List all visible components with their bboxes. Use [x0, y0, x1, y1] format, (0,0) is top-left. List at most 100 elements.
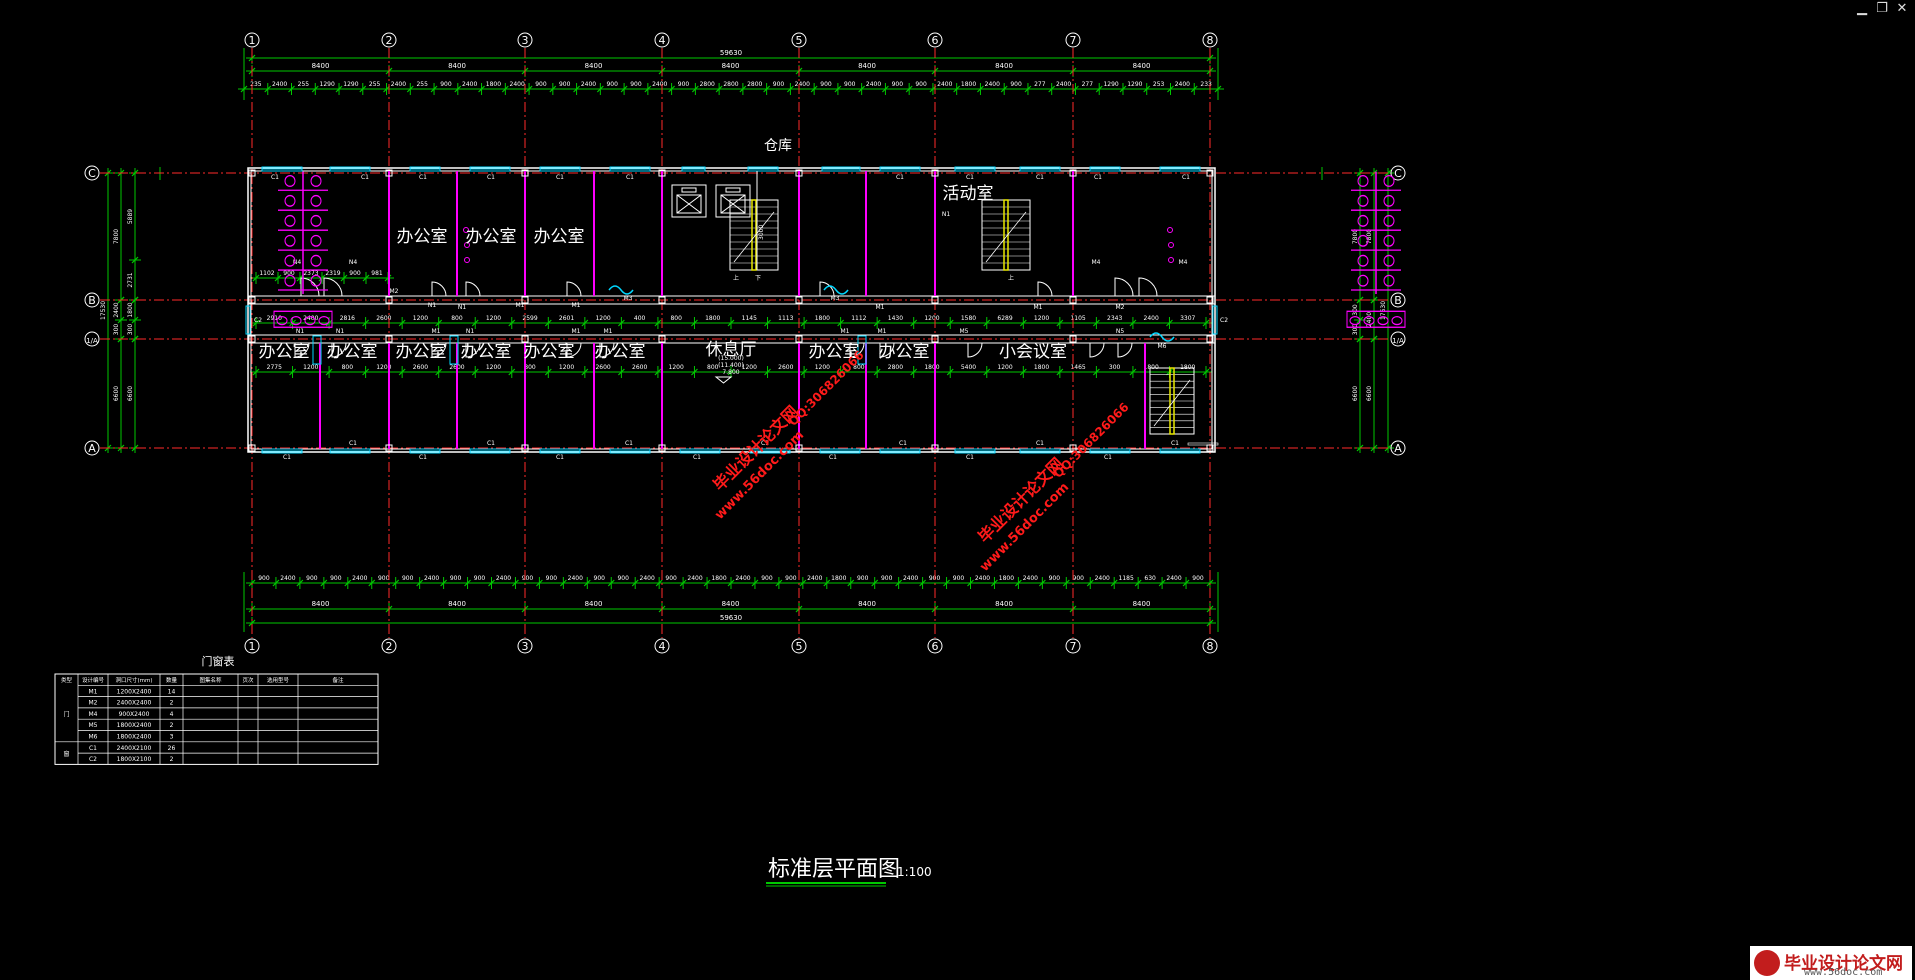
axis-label: 1 [249, 640, 256, 653]
window-label: C1 [1036, 174, 1044, 181]
toilet-fixture [1357, 274, 1369, 287]
close-icon[interactable]: ✕ [1896, 1, 1908, 16]
schedule-cell: 14 [168, 688, 176, 695]
axis-bubble [517, 32, 533, 48]
axis-bubble [244, 32, 260, 48]
axis-label: 7 [1070, 640, 1077, 653]
minimize-icon[interactable]: ▁ [1857, 1, 1867, 16]
window-label: C1 [556, 454, 564, 461]
dimension-slash [607, 579, 615, 587]
axis-bubble [84, 331, 100, 347]
door-swing [879, 342, 895, 358]
glass-door [312, 335, 322, 365]
dimension-slash [544, 319, 552, 327]
axis-bubble [1390, 292, 1406, 308]
schedule-cell: M2 [89, 700, 98, 707]
dimension-slash [362, 274, 370, 282]
column [931, 296, 939, 304]
room-label: 办公室 [397, 227, 448, 247]
door-label: M1 [572, 302, 581, 309]
dimension-text: 2731 [127, 272, 134, 287]
dimension-text: 1200 [669, 364, 684, 371]
dimension-slash [691, 319, 698, 327]
elevator-panel [725, 187, 741, 193]
axis-bubble [381, 32, 397, 48]
dimension-text: 800 [524, 364, 536, 371]
toilet-fixture [284, 194, 296, 207]
dimension-text: 3307 [1180, 315, 1195, 322]
dimension-slash [1038, 579, 1046, 587]
dimension-slash [362, 368, 370, 376]
dimension-text: 8400 [858, 600, 876, 608]
dimension-text: 1800 [815, 315, 830, 322]
dimension-text: 300 [1352, 304, 1359, 316]
dimension-text: 1200 [815, 364, 830, 371]
axis-label: C [88, 167, 96, 180]
toilet-fixture [1383, 234, 1395, 247]
schedule-title: 门窗表 [202, 654, 235, 668]
logo-name: 毕业设计论文网 [1784, 954, 1903, 974]
dimension-text: 2800 [888, 364, 903, 371]
restore-icon[interactable]: ❐ [1876, 1, 1888, 16]
dimension-slash [1166, 319, 1173, 327]
door-swing [331, 342, 347, 358]
dimension-slash [620, 85, 628, 93]
door-label: M5 [960, 328, 969, 335]
door-swing [465, 281, 481, 297]
logo-mark-icon [1754, 950, 1780, 976]
dimension-slash [1062, 579, 1070, 587]
storage-dim: 3000 [758, 225, 765, 240]
dimension-slash [679, 579, 687, 587]
door-label: M6 [1158, 343, 1167, 350]
dimension-slash [953, 85, 961, 93]
dimension-slash [392, 579, 400, 587]
door-swing [599, 342, 615, 358]
dimension-text: 900 [1010, 81, 1022, 88]
axis-label: 1/A [86, 337, 98, 345]
dimension-slash [430, 85, 438, 93]
dimension-text: 900 [915, 81, 927, 88]
schedule-type: 门 [63, 711, 69, 719]
window-label: C1 [419, 454, 427, 461]
dimension-text: 8400 [858, 62, 876, 70]
site-logo[interactable]: 毕业设计论文网 www.56doc.com [1750, 946, 1912, 980]
sink [1391, 315, 1403, 326]
dimension-slash [573, 85, 581, 93]
axis-bubble [1390, 440, 1406, 456]
dimension-text: 2343 [1107, 315, 1122, 322]
axis-label: 7 [1070, 34, 1077, 47]
glass-door [823, 285, 849, 295]
dimension-text: 900 [283, 270, 295, 277]
dimension-slash [559, 579, 567, 587]
dimension-slash [1086, 579, 1094, 587]
fixture [1187, 442, 1219, 446]
dimension-slash [617, 319, 625, 327]
dimension-text: 2400 [975, 575, 990, 582]
dimension-text: 800 [342, 364, 354, 371]
dimension-text: 1800 [711, 575, 726, 582]
dimension-slash [1190, 85, 1198, 93]
toilet-fixture [310, 254, 322, 267]
dimension-text: 2600 [376, 315, 391, 322]
dimension-text: 17530 [1380, 301, 1387, 320]
column [248, 335, 256, 343]
dimension-slash [1134, 579, 1142, 587]
dimension-text: 253 [1153, 81, 1165, 88]
column [1069, 444, 1077, 452]
door-swing [1138, 277, 1158, 297]
dimension-text: 2400 [462, 81, 477, 88]
dimension-text: 2400 [937, 81, 952, 88]
door-label: N1 [296, 328, 304, 335]
schedule-header: 选用型号 [267, 676, 290, 684]
dimension-slash [335, 85, 343, 93]
dimension-text: 900 [559, 81, 571, 88]
dimension-slash [131, 296, 139, 304]
dimension-slash [1095, 85, 1103, 93]
dimension-slash [1202, 368, 1210, 376]
door-label: N4 [349, 259, 357, 266]
axis-bubble [654, 32, 670, 48]
dimension-slash [800, 368, 808, 376]
window-label: C1 [896, 174, 904, 181]
dimension-slash [1092, 319, 1100, 327]
